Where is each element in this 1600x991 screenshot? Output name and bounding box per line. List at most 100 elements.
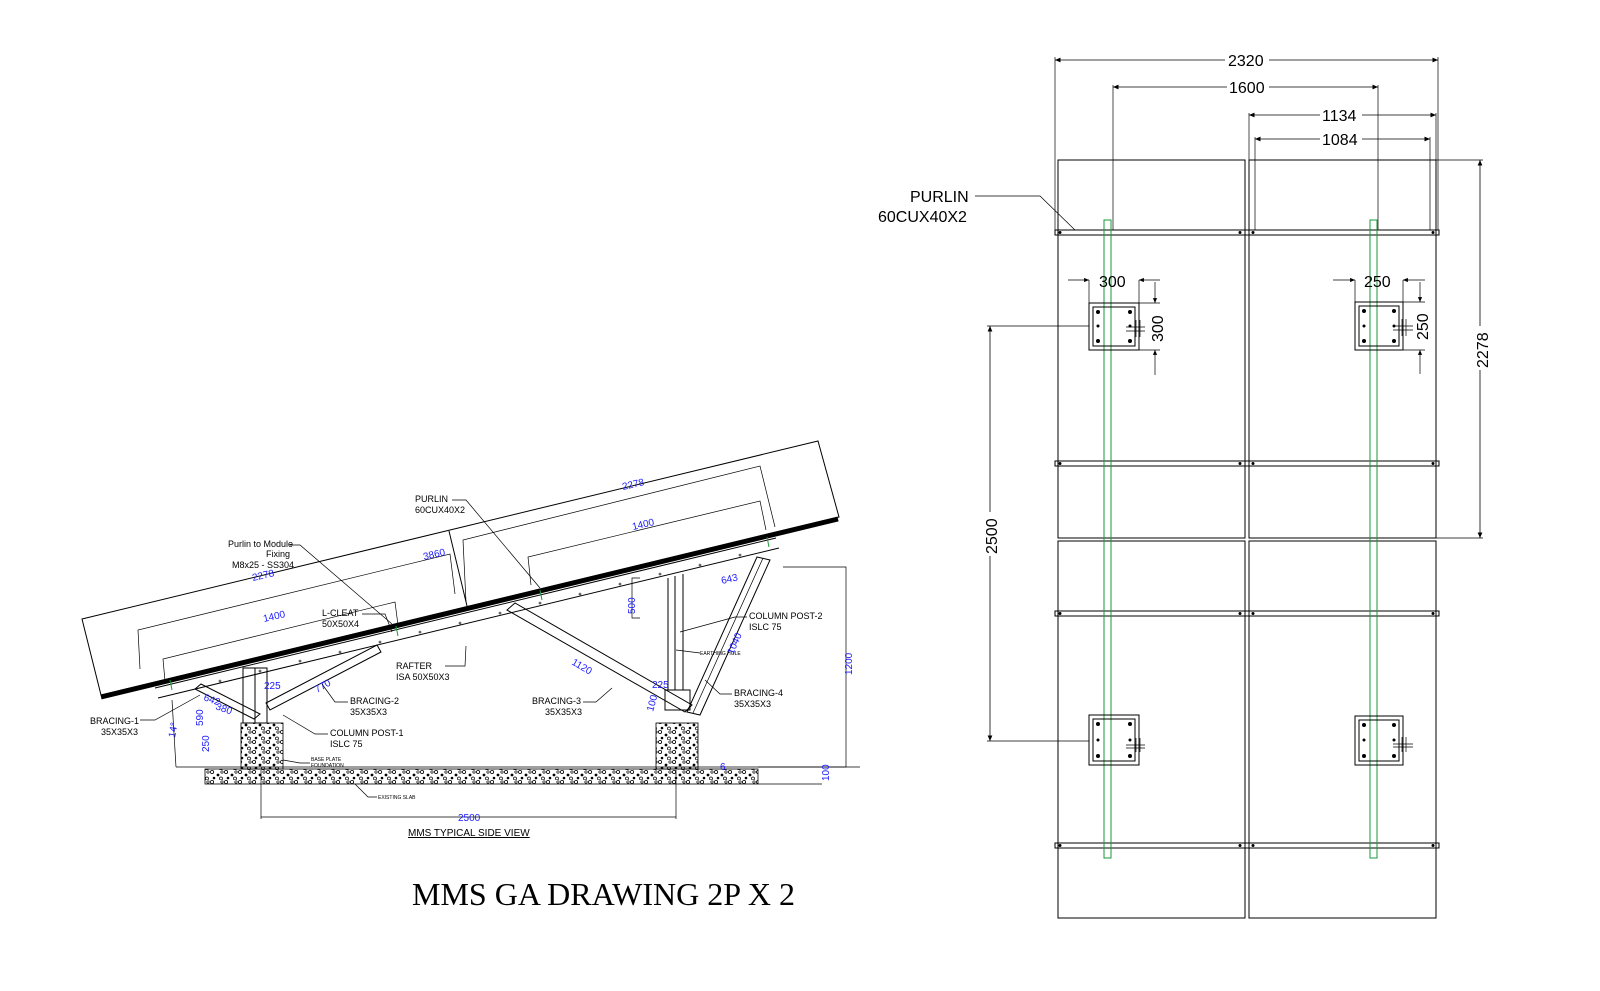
side-view: 2278 1400 3860 2278 1400 — [81, 440, 860, 839]
callout-slab: EXISTING SLAB — [354, 783, 416, 801]
footing-bottom-right — [1354, 715, 1413, 766]
dim-225-a: 225 — [264, 681, 281, 692]
dim-2278-left: 2278 — [251, 568, 276, 584]
svg-text:35X35X3: 35X35X3 — [545, 707, 582, 717]
dim-14-leader — [171, 699, 177, 768]
dim-1200: 1200 — [844, 652, 855, 675]
svg-text:EXISTING SLAB: EXISTING SLAB — [378, 795, 416, 801]
dim-1400-right: 1400 — [631, 517, 656, 533]
column-post-2 — [664, 574, 691, 711]
svg-text:COLUMN POST-2: COLUMN POST-2 — [749, 611, 823, 621]
svg-text:Fixing: Fixing — [266, 549, 290, 559]
svg-text:BRACING-2: BRACING-2 — [350, 696, 399, 706]
footing-dim-lines — [1068, 277, 1425, 375]
bracing-2 — [265, 644, 382, 711]
dim-300-h: 300 — [1099, 274, 1126, 291]
svg-text:PURLIN: PURLIN — [415, 494, 448, 504]
dim-100-a: 100 — [645, 693, 660, 712]
module-outline — [81, 440, 840, 696]
plan-purlin-leader — [975, 195, 1076, 231]
dim-1134-bg — [1320, 106, 1362, 124]
plan-purlin-label-1: PURLIN — [910, 189, 969, 206]
dim-643: 643 — [720, 572, 739, 587]
dim-1134: 1134 — [1322, 108, 1357, 125]
drawing-title: MMS GA DRAWING 2P X 2 — [412, 876, 795, 912]
side-view-caption: MMS TYPICAL SIDE VIEW — [408, 828, 530, 839]
foundation-1 — [240, 722, 284, 770]
dim-2278-top: 2278 — [621, 477, 646, 493]
svg-text:L-CLEAT: L-CLEAT — [322, 608, 359, 618]
dim-2500-side: 2500 — [458, 813, 481, 824]
dim-2500-plan-lines — [987, 325, 1089, 742]
dim-1400-left: 1400 — [262, 609, 287, 625]
dim-770: 770 — [313, 678, 333, 696]
earthing-label: EARTHING HOLE — [700, 651, 741, 657]
plan-purlins — [1054, 229, 1440, 849]
dim-250-h: 250 — [1364, 274, 1391, 291]
plan-rafter-right — [1369, 219, 1378, 859]
module-bottom-left — [1057, 540, 1246, 919]
dim-250: 250 — [201, 735, 212, 752]
dim-2320-bg — [1225, 50, 1269, 68]
dim-2500-side-lines — [260, 770, 677, 819]
svg-text:M8x25 - SS304: M8x25 - SS304 — [232, 560, 294, 570]
dim-590: 590 — [195, 709, 206, 726]
callout-rafter: RAFTER ISA 50X50X3 — [396, 645, 467, 682]
callout-purlin-side: PURLIN 60CUX40X2 — [415, 494, 541, 589]
dim-2500-plan-bg — [981, 512, 999, 556]
callout-purlin-fixing: Purlin to Module Fixing M8x25 - SS304 — [228, 539, 393, 625]
bracing-4 — [686, 556, 771, 716]
footing-bottom-left — [1088, 714, 1145, 766]
dim-1600: 1600 — [1229, 80, 1265, 97]
callout-colpost-2: COLUMN POST-2 ISLC 75 — [679, 611, 823, 633]
callout-lcleat: L-CLEAT 50X50X4 — [322, 608, 393, 633]
svg-text:BRACING-3: BRACING-3 — [532, 696, 581, 706]
dim-2278-plan: 2278 — [1475, 332, 1492, 368]
svg-text:BRACING-1: BRACING-1 — [90, 716, 139, 726]
callout-colpost-1: COLUMN POST-1 ISLC 75 — [282, 714, 404, 749]
dim-2320: 2320 — [1228, 53, 1264, 70]
dim-100-b: 100 — [821, 764, 832, 781]
svg-text:50X50X4: 50X50X4 — [322, 619, 359, 629]
plan-purlin-label-2: 60CUX40X2 — [878, 209, 967, 226]
module-bottom-right — [1248, 540, 1437, 919]
plan-rafter-left — [1103, 219, 1112, 859]
svg-text:35X35X3: 35X35X3 — [350, 707, 387, 717]
svg-text:35X35X3: 35X35X3 — [101, 727, 138, 737]
module-top-left — [1057, 159, 1246, 539]
dim-225-b: 225 — [652, 680, 669, 691]
bracing-1 — [194, 683, 261, 720]
earthing-leader — [675, 649, 701, 654]
svg-text:FOUNDATION: FOUNDATION — [311, 763, 344, 769]
bracing-3 — [506, 602, 693, 713]
svg-text:ISLC 75: ISLC 75 — [330, 739, 363, 749]
rafter-holes — [218, 553, 742, 683]
svg-text:COLUMN POST-1: COLUMN POST-1 — [330, 728, 404, 738]
svg-text:RAFTER: RAFTER — [396, 661, 433, 671]
callout-baseplate: BASE PLATE FOUNDATION — [282, 757, 344, 769]
svg-text:BASE PLATE: BASE PLATE — [311, 757, 342, 763]
dim-380: 380 — [214, 701, 234, 717]
svg-text:Purlin to Module: Purlin to Module — [228, 539, 293, 549]
callout-bracing-1: BRACING-1 35X35X3 — [90, 694, 201, 737]
svg-text:ISA 50X50X3: ISA 50X50X3 — [396, 672, 450, 682]
rafter — [154, 537, 780, 699]
dim-3860: 3860 — [422, 547, 447, 563]
callout-bracing-3: BRACING-3 35X35X3 — [532, 687, 613, 717]
dim-500: 500 — [627, 597, 638, 614]
module-divider — [448, 530, 468, 607]
module-dims — [137, 465, 776, 682]
dim-1600-bg — [1227, 78, 1269, 96]
dim-2278-bg — [1471, 326, 1489, 370]
svg-text:ISLC 75: ISLC 75 — [749, 622, 782, 632]
purlin-marks — [169, 536, 770, 691]
callout-bracing-4: BRACING-4 35X35X3 — [704, 679, 783, 709]
footing-top-left — [1088, 302, 1140, 351]
dim-6: 6 — [720, 762, 726, 773]
plan-view: 300 300 250 250 2320 1600 1134 1084 — [878, 50, 1492, 919]
dim-300-v: 300 — [1150, 315, 1167, 342]
dim-1120: 1120 — [570, 657, 595, 677]
dim-2500-plan: 2500 — [984, 518, 1001, 554]
module-top-right — [1248, 159, 1437, 539]
